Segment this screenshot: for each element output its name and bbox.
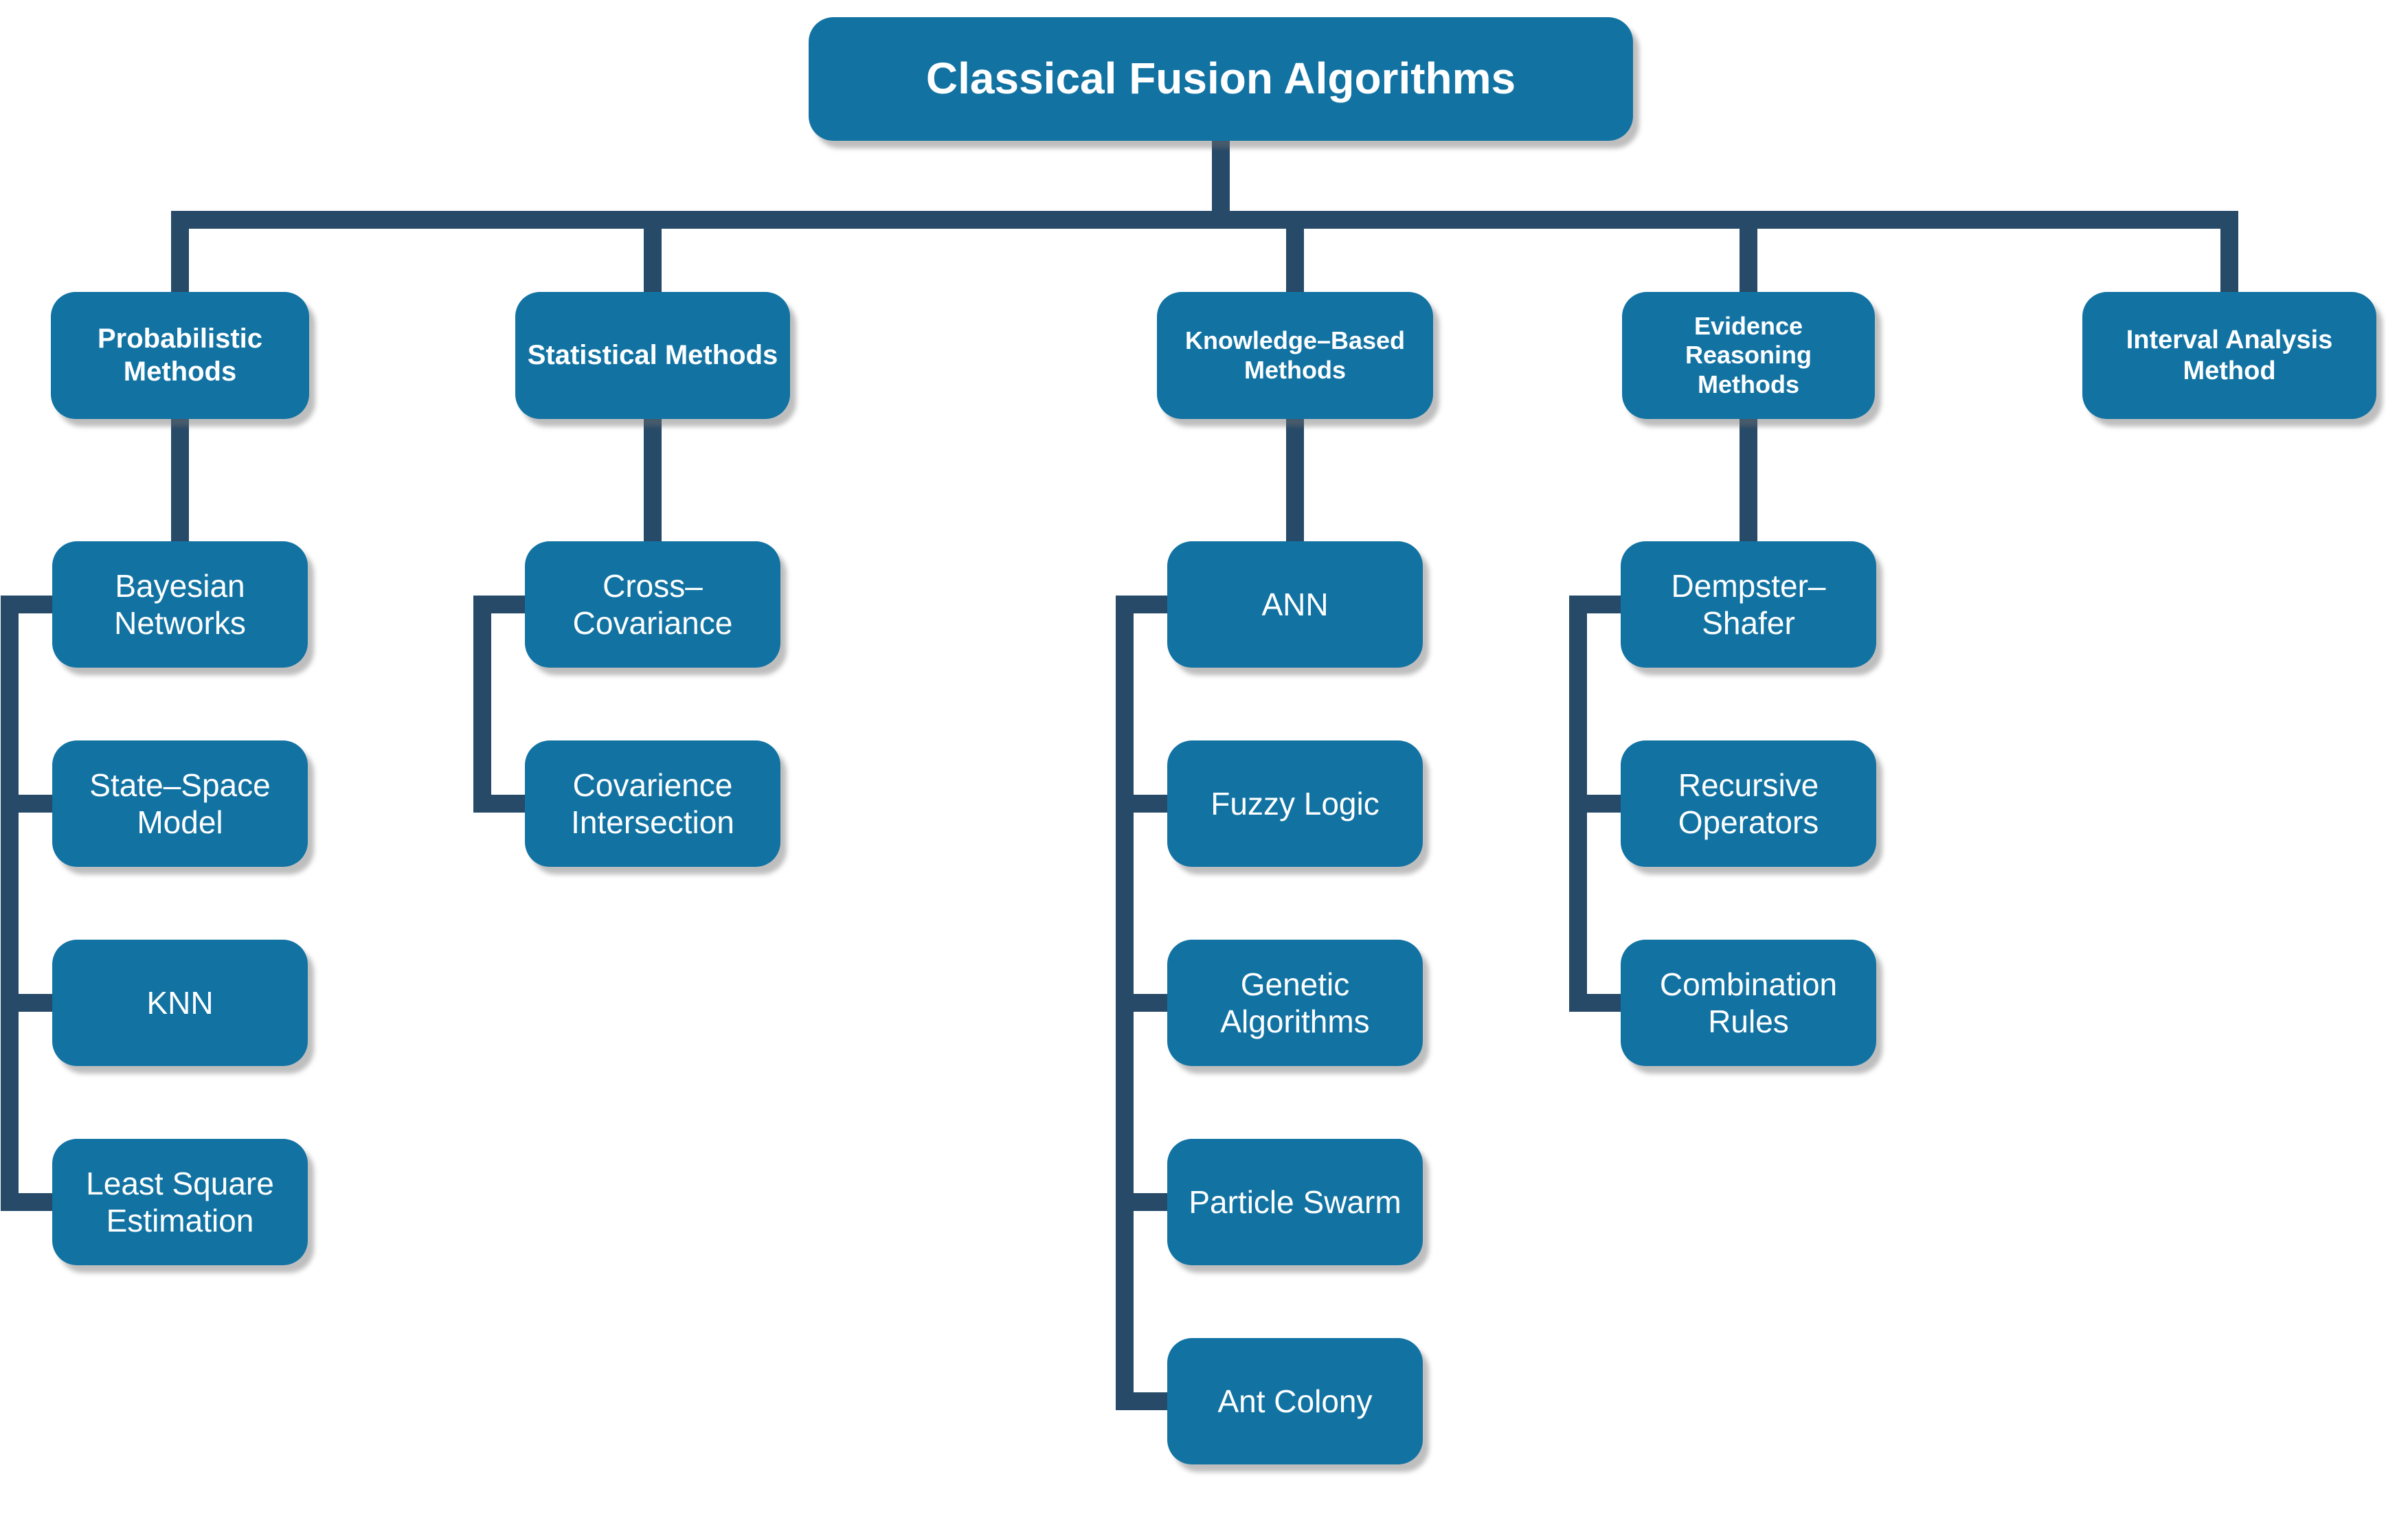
connector-evidence-children <box>1740 416 1757 550</box>
node-state-space-model: State–Space Model <box>52 740 308 867</box>
node-interval-analysis-method: Interval Analysis Method <box>2082 292 2376 419</box>
node-fuzzy-logic: Fuzzy Logic <box>1167 740 1423 867</box>
stub-recursive-operators <box>1569 795 1621 813</box>
node-root: Classical Fusion Algorithms <box>809 17 1633 141</box>
stub-particle-swarm <box>1116 1193 1167 1211</box>
connector-top-trunk <box>171 211 2238 229</box>
stub-cross-covariance <box>473 596 525 613</box>
connector-drop-statistical <box>644 211 662 295</box>
connector-knowledge-children <box>1286 416 1304 550</box>
node-cross-covariance: Cross–Covariance <box>525 541 780 668</box>
stub-least-square-estimation <box>1 1193 52 1211</box>
node-covarience-intersection: Covarience Intersection <box>525 740 780 867</box>
node-particle-swarm: Particle Swarm <box>1167 1139 1423 1265</box>
stub-genetic-algorithms <box>1116 994 1167 1012</box>
node-combination-rules: Combination Rules <box>1621 940 1876 1066</box>
node-recursive-operators: Recursive Operators <box>1621 740 1876 867</box>
node-knn: KNN <box>52 940 308 1066</box>
stub-ann <box>1116 596 1167 613</box>
stub-covarience-intersection <box>473 795 525 813</box>
bracket-statistical <box>473 596 491 813</box>
connector-statistical-children <box>644 416 662 550</box>
stub-knn <box>1 994 52 1012</box>
bracket-probabilistic <box>1 596 19 1211</box>
node-knowledge-based-methods: Knowledge–Based Methods <box>1157 292 1433 419</box>
node-genetic-algorithms: Genetic Algorithms <box>1167 940 1423 1066</box>
stub-dempster-shafer <box>1569 596 1621 613</box>
stub-ant-colony <box>1116 1392 1167 1410</box>
connector-probabilistic-children <box>171 416 189 550</box>
node-evidence-reasoning-methods: Evidence Reasoning Methods <box>1622 292 1875 419</box>
node-ant-colony: Ant Colony <box>1167 1338 1423 1464</box>
connector-drop-interval <box>2220 211 2238 295</box>
stub-combination-rules <box>1569 994 1621 1012</box>
connector-drop-knowledge <box>1286 211 1304 295</box>
node-ann: ANN <box>1167 541 1423 668</box>
node-probabilistic-methods: Probabilistic Methods <box>51 292 309 419</box>
node-statistical-methods: Statistical Methods <box>515 292 790 419</box>
connector-drop-probabilistic <box>171 211 189 295</box>
node-bayesian-networks: Bayesian Networks <box>52 541 308 668</box>
stub-fuzzy-logic <box>1116 795 1167 813</box>
stub-bayesian-networks <box>1 596 52 613</box>
node-least-square-estimation: Least Square Estimation <box>52 1139 308 1265</box>
stub-state-space-model <box>1 795 52 813</box>
node-dempster-shafer: Dempster–Shafer <box>1621 541 1876 668</box>
connector-drop-evidence <box>1740 211 1757 295</box>
